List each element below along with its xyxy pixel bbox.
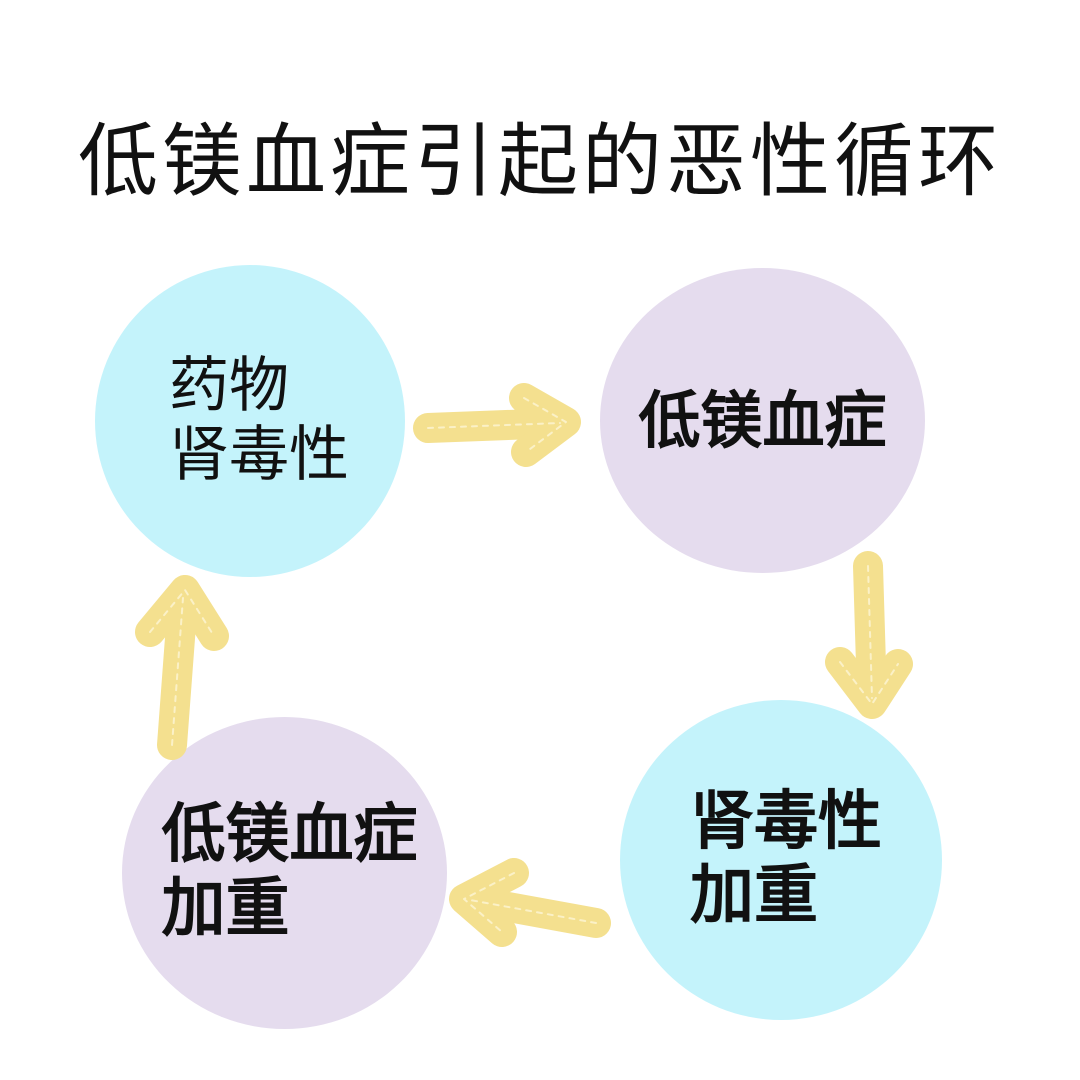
arrow-stitch (171, 597, 184, 746)
arrow-stitch (469, 899, 597, 924)
node-label-line-2: 加重 (161, 872, 290, 946)
arrow-right (413, 383, 581, 467)
node-hypomagnesemia: 低镁血症 (600, 268, 925, 573)
arrow-stitch (839, 661, 899, 705)
arrow-stitch (463, 872, 515, 933)
node-label: 药物 肾毒性 (151, 352, 349, 490)
arrow-down (825, 551, 913, 719)
diagram-title: 低镁血症引起的恶性循环 (78, 115, 1002, 208)
arrow-up (135, 575, 229, 760)
arrow-stitch (427, 422, 561, 429)
node-label: 低镁血症 加重 (152, 799, 418, 946)
node-label-line-1: 低镁血症 (161, 798, 418, 873)
node-label-line-2: 肾毒性 (169, 420, 349, 490)
node-label-line-2: 加重 (690, 859, 818, 933)
node-hypomagnesemia-worsened: 低镁血症 加重 (122, 717, 447, 1029)
node-label: 肾毒性 加重 (680, 786, 882, 933)
node-label: 低镁血症 (638, 383, 887, 457)
node-drug-nephrotoxicity: 药物 肾毒性 (95, 265, 405, 577)
node-label-line-1: 肾毒性 (690, 785, 882, 860)
arrow-stitch (523, 397, 567, 453)
node-label-line-1: 药物 (169, 351, 289, 421)
node-nephrotoxicity-worsened: 肾毒性 加重 (620, 700, 942, 1020)
arrow-stitch (867, 565, 873, 699)
arrow-left (449, 858, 611, 947)
node-label-line-1: 低镁血症 (638, 383, 887, 457)
arrow-stitch (149, 589, 215, 637)
